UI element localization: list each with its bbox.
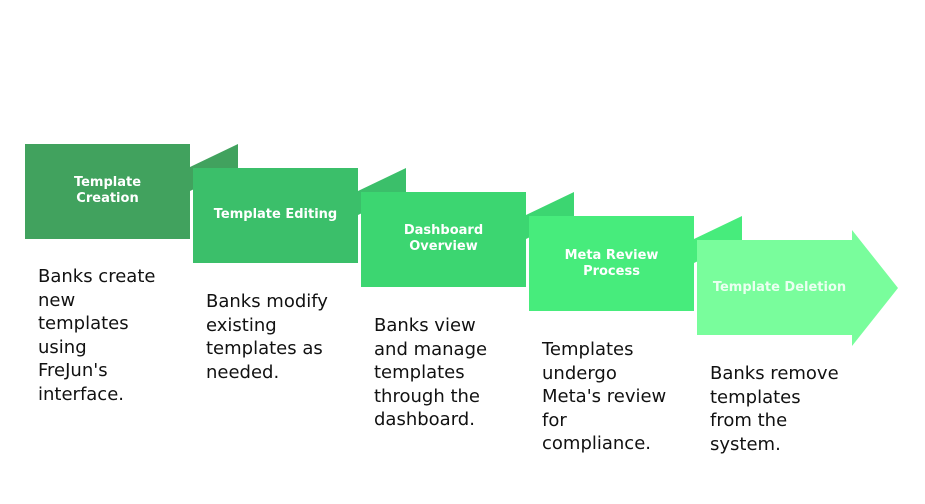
step-2-title: Template Editing — [213, 207, 338, 222]
step-2-box — [193, 168, 358, 263]
step-1-description: Banks create new templates using FreJun'… — [38, 266, 156, 405]
step-5-title: Template Deletion — [712, 280, 847, 295]
step-1-title: Template Creation — [73, 175, 142, 206]
step-3-title: Dashboard Overview — [403, 223, 484, 254]
step-2-shape — [193, 168, 406, 263]
step-3-shape — [361, 192, 574, 287]
step-2-description: Banks modify existing templates as neede… — [206, 291, 328, 383]
step-4-description: Templates undergo Meta's review for comp… — [542, 339, 667, 454]
step-5-shape — [697, 230, 898, 346]
step-5-arrow — [697, 230, 898, 346]
step-4-title: Meta Review Process — [564, 248, 659, 279]
step-4-box — [529, 216, 694, 311]
step-3-description: Banks view and manage templates through … — [374, 315, 488, 430]
step-1-box — [25, 144, 190, 239]
step-3-box — [361, 192, 526, 287]
step-5-description: Banks remove templates from the system. — [710, 363, 839, 455]
